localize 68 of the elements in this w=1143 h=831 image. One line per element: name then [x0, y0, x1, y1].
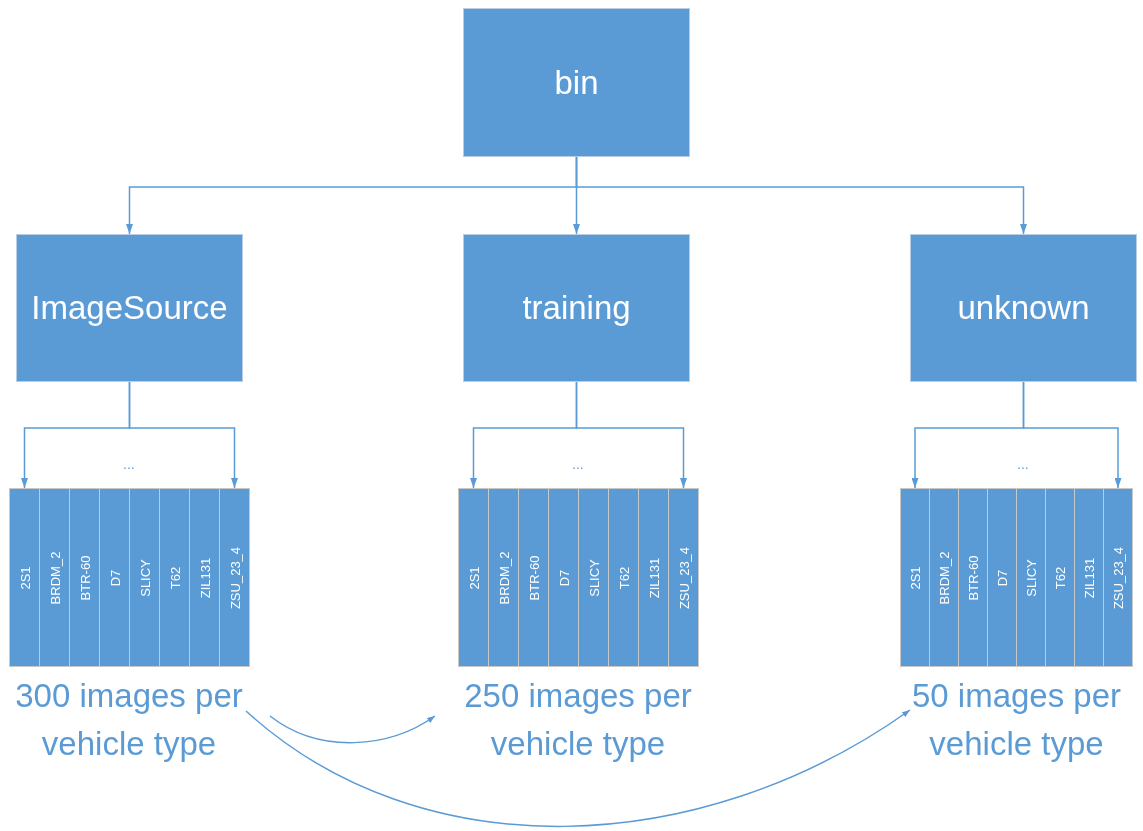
vehicle-type-label: T62 — [167, 566, 182, 589]
folder-box — [463, 8, 690, 157]
folder-box — [910, 234, 1137, 382]
ellipsis-text: ... — [572, 456, 584, 472]
caption-text: 250 images per vehicle type — [463, 676, 693, 764]
ellipsis-text: ... — [123, 456, 135, 472]
vehicle-type-box — [578, 488, 609, 667]
vehicle-type-label: BRDM_2 — [47, 551, 62, 604]
vehicle-type-box — [668, 488, 699, 667]
arrow — [128, 381, 238, 489]
vehicle-type-label: ZSU_23_4 — [676, 546, 691, 609]
vehicle-type-label: SLICY — [586, 558, 601, 597]
vehicle-type-label: T62 — [616, 566, 631, 589]
vehicle-type-box — [929, 488, 959, 667]
vehicle-type-label: 2S1 — [17, 565, 32, 590]
vehicle-type-label: ZIL131 — [1081, 557, 1097, 598]
vehicle-type-box — [1103, 488, 1133, 667]
vehicle-type-box — [518, 488, 549, 667]
vehicle-type-label: ZIL131 — [197, 557, 212, 598]
folder-name: ImageSource — [31, 289, 228, 327]
vehicle-type-label: SLICY — [137, 558, 152, 597]
arrow — [1022, 381, 1122, 489]
vehicle-type-label: D7 — [556, 569, 571, 586]
vehicle-type-label: T62 — [1052, 566, 1068, 589]
vehicle-type-box — [638, 488, 669, 667]
vehicle-type-box — [189, 488, 220, 667]
vehicle-type-label: BTR-60 — [526, 555, 541, 600]
caption-text: 300 images per vehicle type — [14, 676, 244, 764]
vehicle-type-box — [548, 488, 579, 667]
vehicle-type-box — [69, 488, 100, 667]
vehicle-type-label: ZSU_23_4 — [1110, 546, 1126, 609]
vehicle-type-label: BRDM_2 — [496, 551, 511, 604]
folder-name: training — [522, 289, 631, 327]
vehicle-type-box — [99, 488, 130, 667]
vehicle-type-label: BRDM_2 — [936, 551, 952, 604]
vehicle-type-box — [1074, 488, 1104, 667]
vehicle-type-box — [129, 488, 160, 667]
folder-box — [16, 234, 243, 382]
folder-name: bin — [554, 63, 599, 102]
folder-name: unknown — [957, 289, 1090, 327]
vehicle-type-label: D7 — [107, 569, 122, 586]
caption-text: 50 images per vehicle type — [910, 676, 1123, 764]
vehicle-type-box — [39, 488, 70, 667]
vehicle-type-label: BTR-60 — [77, 555, 92, 600]
vehicle-type-box — [1045, 488, 1075, 667]
vehicle-type-label: ZIL131 — [646, 557, 661, 598]
arrow — [575, 381, 687, 489]
vehicle-type-label: 2S1 — [466, 565, 481, 590]
folder-box — [463, 234, 690, 382]
vehicle-type-box — [219, 488, 250, 667]
vehicle-type-box — [987, 488, 1017, 667]
vehicle-type-label: 2S1 — [907, 565, 923, 590]
vehicle-type-box — [900, 488, 930, 667]
vehicle-type-label: ZSU_23_4 — [227, 546, 242, 609]
vehicle-type-box — [1016, 488, 1046, 667]
curved-arrow — [269, 715, 436, 744]
vehicle-type-box — [488, 488, 519, 667]
vehicle-type-label: SLICY — [1023, 558, 1039, 597]
vehicle-type-box — [958, 488, 988, 667]
vehicle-type-label: D7 — [994, 569, 1010, 586]
vehicle-type-label: BTR-60 — [965, 555, 981, 600]
vehicle-type-box — [159, 488, 190, 667]
vehicle-type-box — [608, 488, 639, 667]
arrow — [575, 156, 1027, 235]
vehicle-type-box — [9, 488, 40, 667]
vehicle-type-box — [458, 488, 489, 667]
curved-arrow — [245, 709, 911, 828]
ellipsis-text: ... — [1017, 456, 1029, 472]
